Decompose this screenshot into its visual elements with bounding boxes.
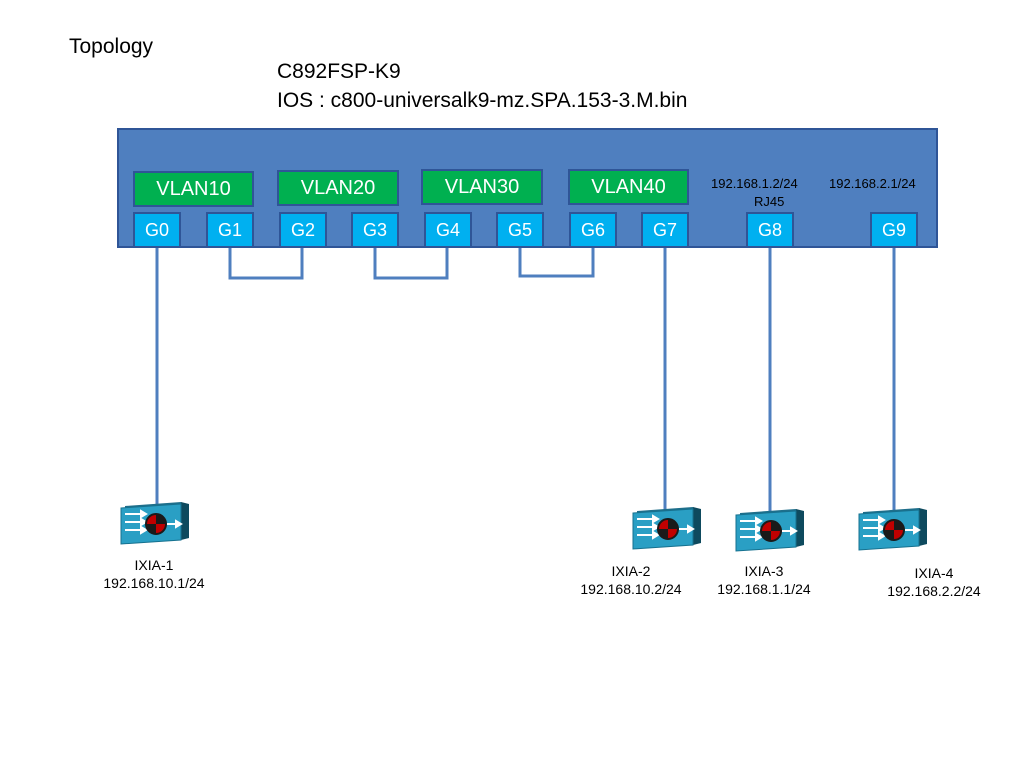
ixia4-label: IXIA-4 192.168.2.2/24	[873, 564, 995, 600]
device-name: IXIA-1	[134, 557, 174, 573]
ios-image: IOS : c800-universalk9-mz.SPA.153-3.M.bi…	[277, 89, 688, 112]
ixia3-label: IXIA-3 192.168.1.1/24	[703, 562, 825, 598]
port-g1: G1	[206, 212, 254, 248]
loop-g1-g2	[228, 248, 304, 280]
loop-g5-g6	[518, 248, 595, 278]
port-g7: G7	[641, 212, 689, 248]
port-g6: G6	[569, 212, 617, 248]
ixia1-label: IXIA-1 192.168.10.1/24	[93, 556, 215, 592]
device-ip: 192.168.10.2/24	[580, 581, 682, 597]
port-g2: G2	[279, 212, 327, 248]
ixia-device-icon	[631, 505, 703, 556]
port-g5: G5	[496, 212, 544, 248]
vlan30-box: VLAN30	[421, 169, 543, 205]
device-ip: 192.168.1.1/24	[717, 581, 811, 597]
vlan40-box: VLAN40	[568, 169, 689, 205]
port-g4: G4	[424, 212, 472, 248]
router-model: C892FSP-K9	[277, 60, 401, 83]
vlan10-box: VLAN10	[133, 171, 254, 207]
ixia-device-icon	[857, 506, 929, 557]
port-g0: G0	[133, 212, 181, 248]
ixia-device-icon	[734, 507, 806, 558]
vlan20-box: VLAN20	[277, 170, 399, 206]
device-name: IXIA-3	[744, 563, 784, 579]
g8-ip-label: 192.168.1.2/24	[711, 176, 798, 191]
g8-rj45-label: RJ45	[754, 194, 785, 209]
g9-ip-label: 192.168.2.1/24	[829, 176, 916, 191]
loop-g3-g4	[373, 248, 449, 280]
device-name: IXIA-4	[914, 565, 954, 581]
port-g3: G3	[351, 212, 399, 248]
ixia2-label: IXIA-2 192.168.10.2/24	[570, 562, 692, 598]
slide-title: Topology	[69, 35, 154, 58]
device-ip: 192.168.10.1/24	[103, 575, 205, 591]
port-g9: G9	[870, 212, 918, 248]
port-g8: G8	[746, 212, 794, 248]
device-ip: 192.168.2.2/24	[887, 583, 981, 599]
ixia-device-icon	[119, 500, 191, 551]
device-name: IXIA-2	[611, 563, 651, 579]
